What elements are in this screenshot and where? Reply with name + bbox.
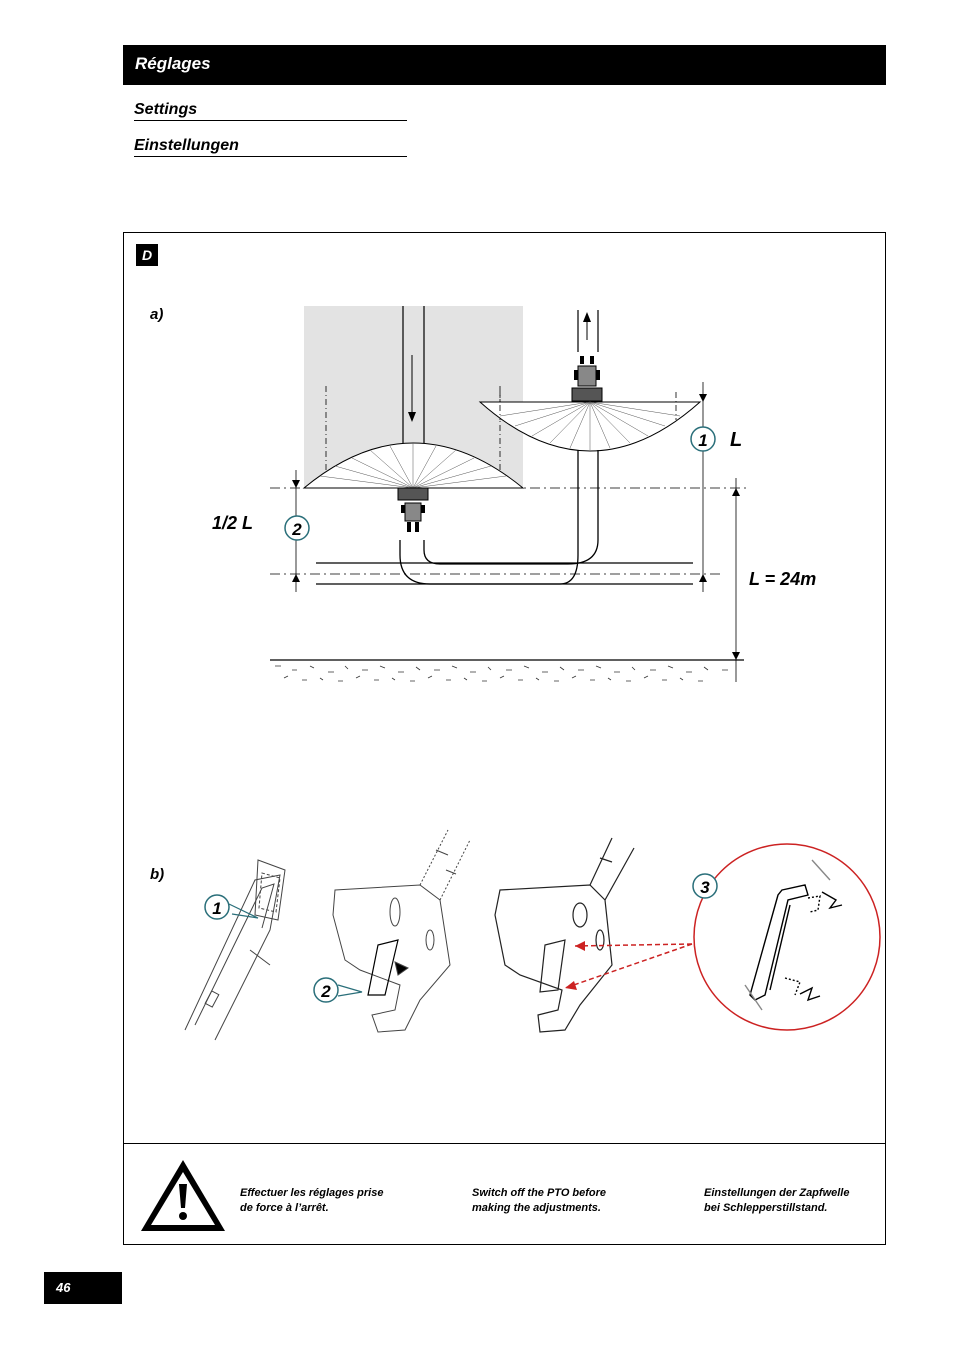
warning-text-english: Switch off the PTO before making the adj…	[472, 1187, 607, 1214]
subtitle-german: Einstellungen	[134, 137, 407, 157]
warning-icon	[141, 1160, 225, 1231]
callout-2-text: 2	[291, 520, 302, 539]
turn-track-inner	[423, 450, 599, 565]
warning-text-german: Einstellungen der Zapfwelle bei Schleppe…	[704, 1187, 850, 1214]
bracket-detail	[744, 859, 843, 1011]
page-number: 46	[56, 1280, 71, 1295]
dimension-total: L = 24m	[749, 569, 816, 589]
step3-callout-text: 3	[700, 878, 710, 897]
warning-text-french: Effectuer les réglages prise de force à …	[240, 1187, 384, 1214]
step1-callout-text: 1	[212, 899, 221, 918]
figure-b-label: b)	[150, 866, 165, 883]
left-fan-rays	[319, 443, 507, 489]
ground-texture	[275, 665, 728, 682]
rotor-housing-step3	[494, 837, 635, 1033]
callout-1-text: 1	[698, 431, 707, 450]
figure-frame	[123, 232, 886, 1245]
callout-2-circle	[284, 515, 310, 541]
right-fan-rays	[499, 401, 681, 450]
figure-a-label: a)	[150, 306, 164, 323]
frame-divider	[123, 1143, 886, 1144]
right-spreader	[571, 387, 603, 402]
dimension-half-L: 1/2 L	[212, 513, 253, 533]
pointer-lines	[564, 943, 693, 989]
subtitle-english: Settings	[134, 101, 407, 121]
left-spread-fan	[302, 442, 525, 489]
callout-1-circle	[690, 426, 716, 452]
dimension-L: L	[730, 429, 742, 451]
step2-callout-text: 2	[320, 982, 331, 1001]
section-label: D	[136, 244, 158, 266]
page-number-box: 46	[44, 1272, 122, 1304]
header-title: Réglages	[135, 54, 211, 73]
rotor-housing-step2	[332, 829, 471, 1033]
detail-circle	[693, 843, 881, 1031]
deflector-arm-step1	[184, 859, 286, 1041]
header-bar: Réglages	[123, 45, 886, 85]
